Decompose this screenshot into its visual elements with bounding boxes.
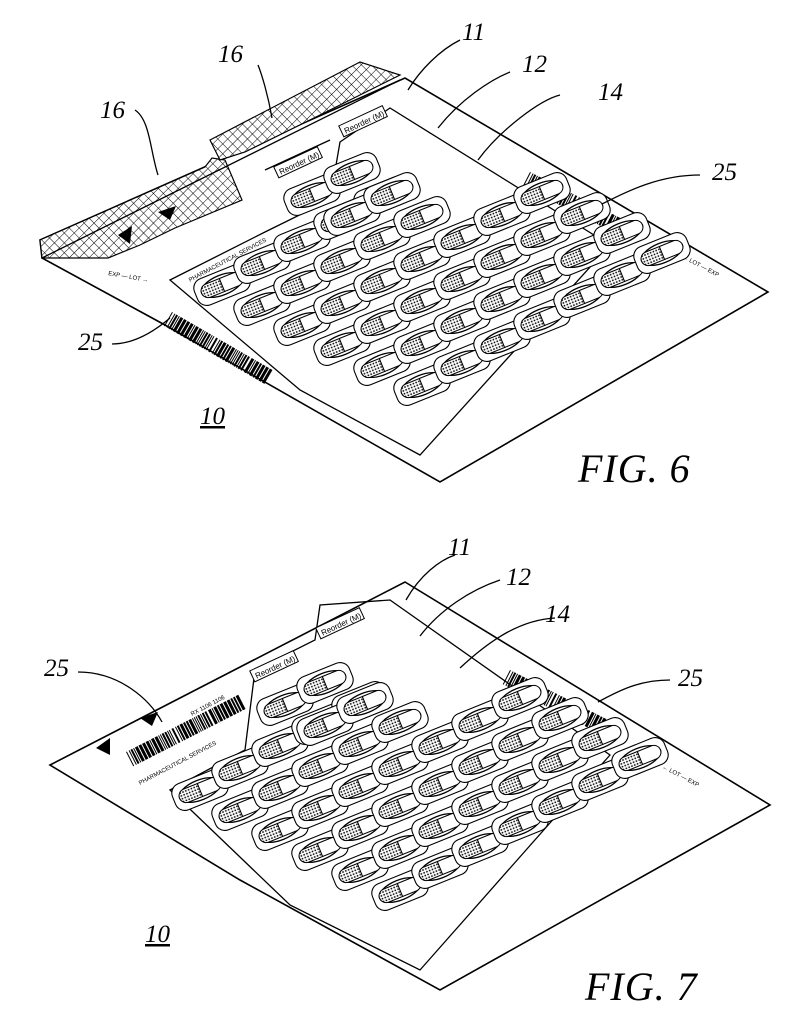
ref-numeral: 14: [598, 79, 623, 106]
ref-numeral: 25: [78, 329, 103, 356]
figure-6: Reorder (M) Reorder (M) PHARMACEUTICAL S…: [40, 19, 768, 491]
ref-numeral: 16: [100, 97, 126, 124]
ref-numeral: 25: [44, 655, 69, 682]
ref-numeral: 14: [545, 601, 570, 628]
figure-label: FIG. 7: [584, 964, 699, 1009]
ref-numeral: 12: [506, 564, 531, 591]
ref-numeral: 11: [448, 534, 471, 561]
figure-label: FIG. 6: [577, 446, 691, 491]
ref-numeral: 25: [678, 665, 703, 692]
ref-numeral: 10: [200, 403, 226, 430]
figure-7: Reorder (M) Reorder (M) PHARMACEUTICAL S…: [44, 534, 770, 1009]
ref-numeral: 16: [218, 41, 244, 68]
ref-numeral: 10: [145, 921, 171, 948]
ref-numeral: 12: [522, 51, 547, 78]
ref-numeral: 25: [712, 159, 737, 186]
ref-numeral: 11: [462, 19, 485, 46]
